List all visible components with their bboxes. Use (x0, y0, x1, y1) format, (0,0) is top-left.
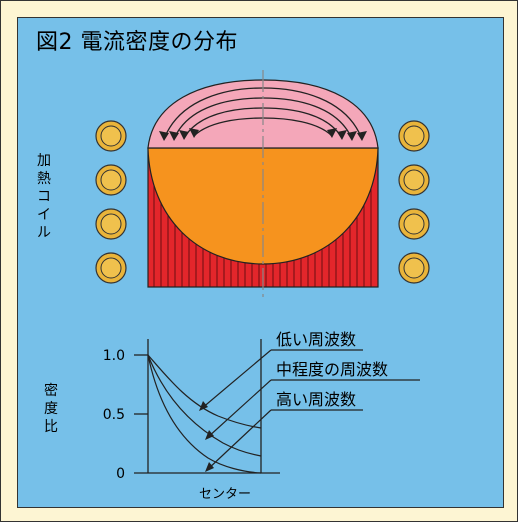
coil-label-char: ル (37, 225, 51, 241)
arrowhead (179, 130, 189, 140)
curve-mid-frequency (147, 354, 262, 457)
coil-ring-inner (403, 257, 425, 279)
arrowhead (169, 131, 179, 141)
leader-line-mid (206, 379, 272, 439)
curve-low-frequency (147, 354, 262, 429)
arrowhead (347, 131, 357, 141)
x-axis-label: センター (199, 487, 251, 502)
arrowhead (357, 131, 367, 141)
coil-ring-inner (100, 125, 122, 147)
leader-arrowhead (199, 401, 208, 411)
coil-label-char: コ (37, 189, 51, 205)
arrowhead (337, 130, 347, 140)
leader-line-low (200, 349, 272, 410)
y-axis-label-char: 度 (44, 401, 58, 417)
y-tick-label: 0.5 (103, 407, 125, 423)
coil-label-char: 熱 (37, 171, 51, 187)
flow-arrowheads (159, 128, 367, 141)
arrowhead (327, 128, 337, 138)
coil-label-char: イ (37, 207, 51, 223)
coil-ring-inner (403, 169, 425, 191)
density-ratio-chart: 1.0 0.5 0 センター 低い周波数 (103, 330, 420, 502)
coil-ring-inner (100, 257, 122, 279)
series-label-mid: 中程度の周波数 (276, 360, 388, 379)
y-axis-label-char: 密 (44, 383, 58, 399)
y-tick-label: 1.0 (103, 348, 125, 364)
figure-panel: 図2 電流密度の分布 加 熱 コ イ ル 密 度 比 (17, 17, 504, 508)
coil-label: 加 熱 コ イ ル (36, 152, 52, 242)
coil-label-char: 加 (37, 153, 51, 169)
series-label-high: 高い周波数 (276, 390, 356, 409)
y-tick-label: 0 (116, 466, 125, 482)
series-label-low: 低い周波数 (276, 330, 356, 349)
y-axis-label: 密 度 比 (43, 382, 59, 436)
induction-furnace-diagram (95, 70, 430, 300)
leader-arrowhead (205, 430, 214, 440)
arrowhead (159, 131, 169, 141)
y-axis-label-char: 比 (44, 419, 58, 435)
coil-ring-inner (403, 125, 425, 147)
coil-ring-inner (403, 213, 425, 235)
coils-right (398, 120, 430, 284)
leader-line-high (206, 409, 272, 471)
leader-arrowhead (205, 462, 214, 472)
coils-left (95, 120, 127, 284)
figure-title: 図2 電流密度の分布 (36, 30, 238, 55)
curve-high-frequency (147, 354, 262, 474)
coil-ring-inner (100, 213, 122, 235)
coil-ring-inner (100, 169, 122, 191)
diagram-svg: 1.0 0.5 0 センター 低い周波数 (95, 70, 430, 502)
arrowhead (189, 128, 199, 138)
